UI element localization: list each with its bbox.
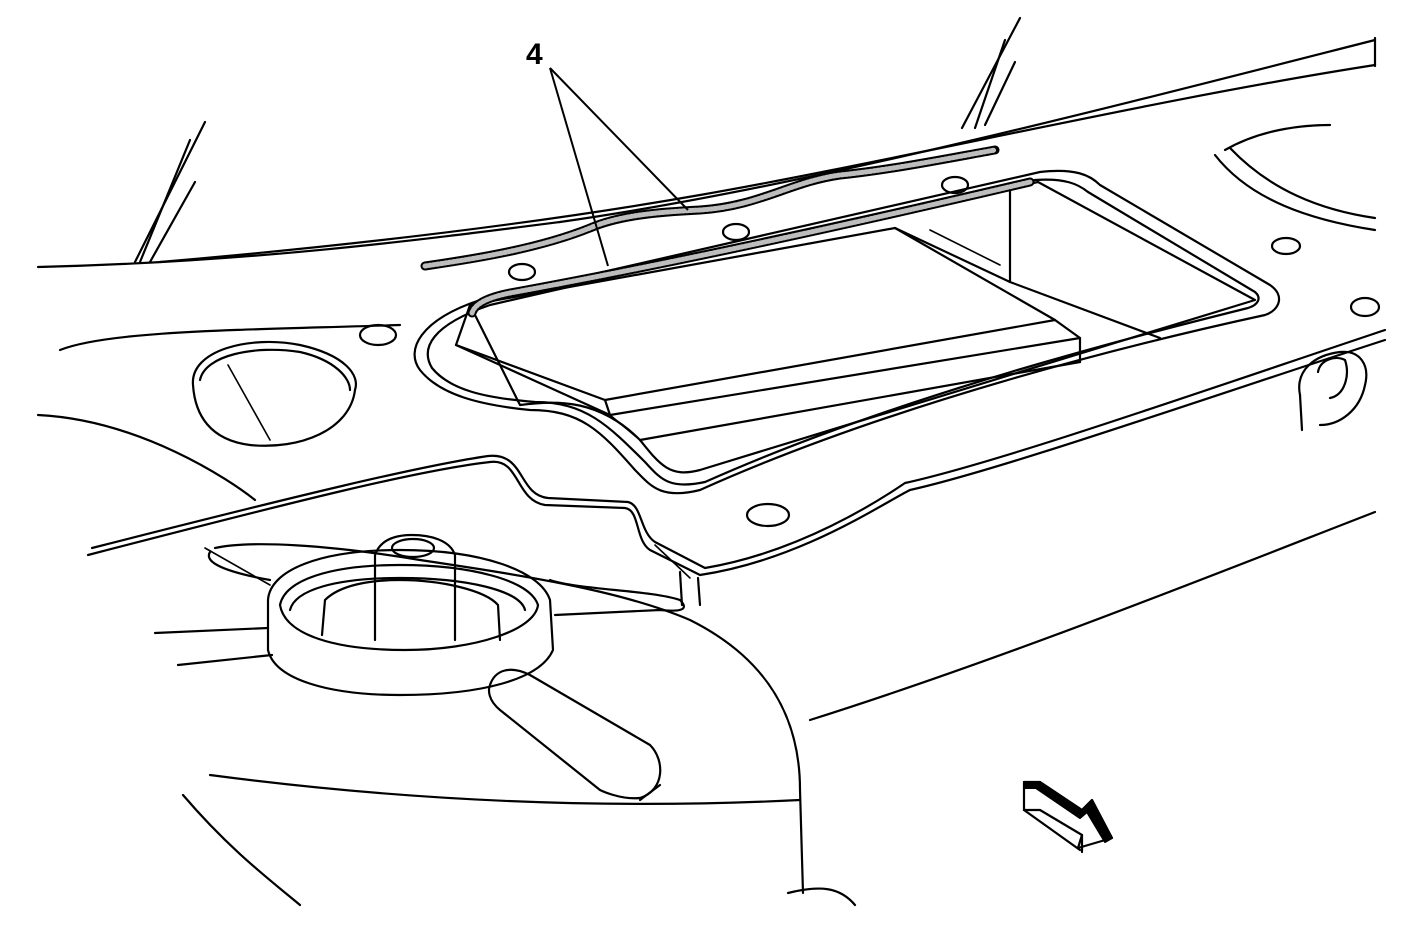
callout-leader-lower [549,67,609,267]
sealant-bead-lower [467,177,1035,318]
front-direction-arrow-icon [1022,780,1114,854]
callout-label: 4 [526,38,543,71]
right-side-fastener [1298,350,1368,432]
round-duct-opening [191,340,357,447]
windshield-frame-lines [133,16,1022,264]
strut-tower [153,533,805,895]
sealant-bead-upper [420,145,1000,271]
air-inlet-opening [413,169,1281,495]
callout-leader-upper [549,67,689,211]
mounting-holes [358,175,1381,528]
callout-4: 4 [526,38,689,267]
cowl-panel [36,36,1387,722]
lower-body-curve [181,793,857,907]
